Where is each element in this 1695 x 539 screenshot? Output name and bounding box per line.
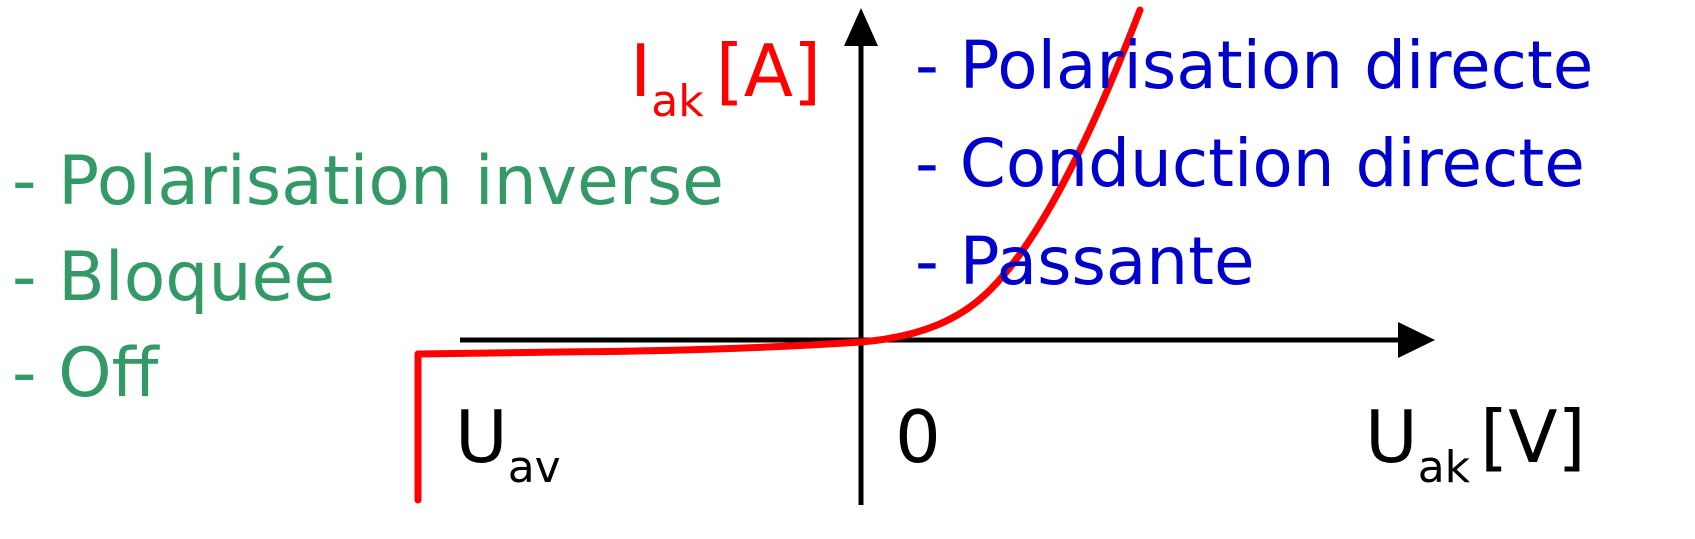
current-axis-symbol: I (630, 29, 651, 113)
forward-region-text: - Polarisation directe - Conduction dire… (915, 27, 1593, 300)
breakdown-voltage-subscript: av (508, 442, 561, 493)
breakdown-voltage-label: Uav (455, 395, 561, 493)
origin-label: 0 (895, 395, 941, 479)
voltage-axis-symbol: U (1365, 395, 1418, 479)
voltage-axis-subscript: ak (1418, 442, 1471, 493)
forward-line-2: - Conduction directe (915, 125, 1585, 202)
diode-iv-curve (414, 6, 1144, 504)
current-axis-label: Iak[A] (630, 29, 821, 127)
breakdown-voltage-symbol: U (455, 395, 508, 479)
y-axis-arrowhead (844, 8, 878, 46)
forward-line-1: - Polarisation directe (915, 27, 1593, 104)
reverse-line-3: - Off (12, 334, 161, 413)
reverse-line-2: - Bloquée (12, 238, 335, 317)
current-axis-unit: [A] (716, 29, 821, 113)
reverse-region-text: - Polarisation inverse - Bloquée - Off (12, 142, 724, 413)
voltage-axis-label: Uak[V] (1365, 395, 1586, 493)
current-axis-subscript: ak (651, 76, 704, 127)
voltage-axis-unit: [V] (1480, 395, 1585, 479)
forward-line-3: - Passante (915, 223, 1255, 300)
reverse-line-1: - Polarisation inverse (12, 142, 724, 221)
x-axis-arrowhead (1398, 322, 1435, 358)
